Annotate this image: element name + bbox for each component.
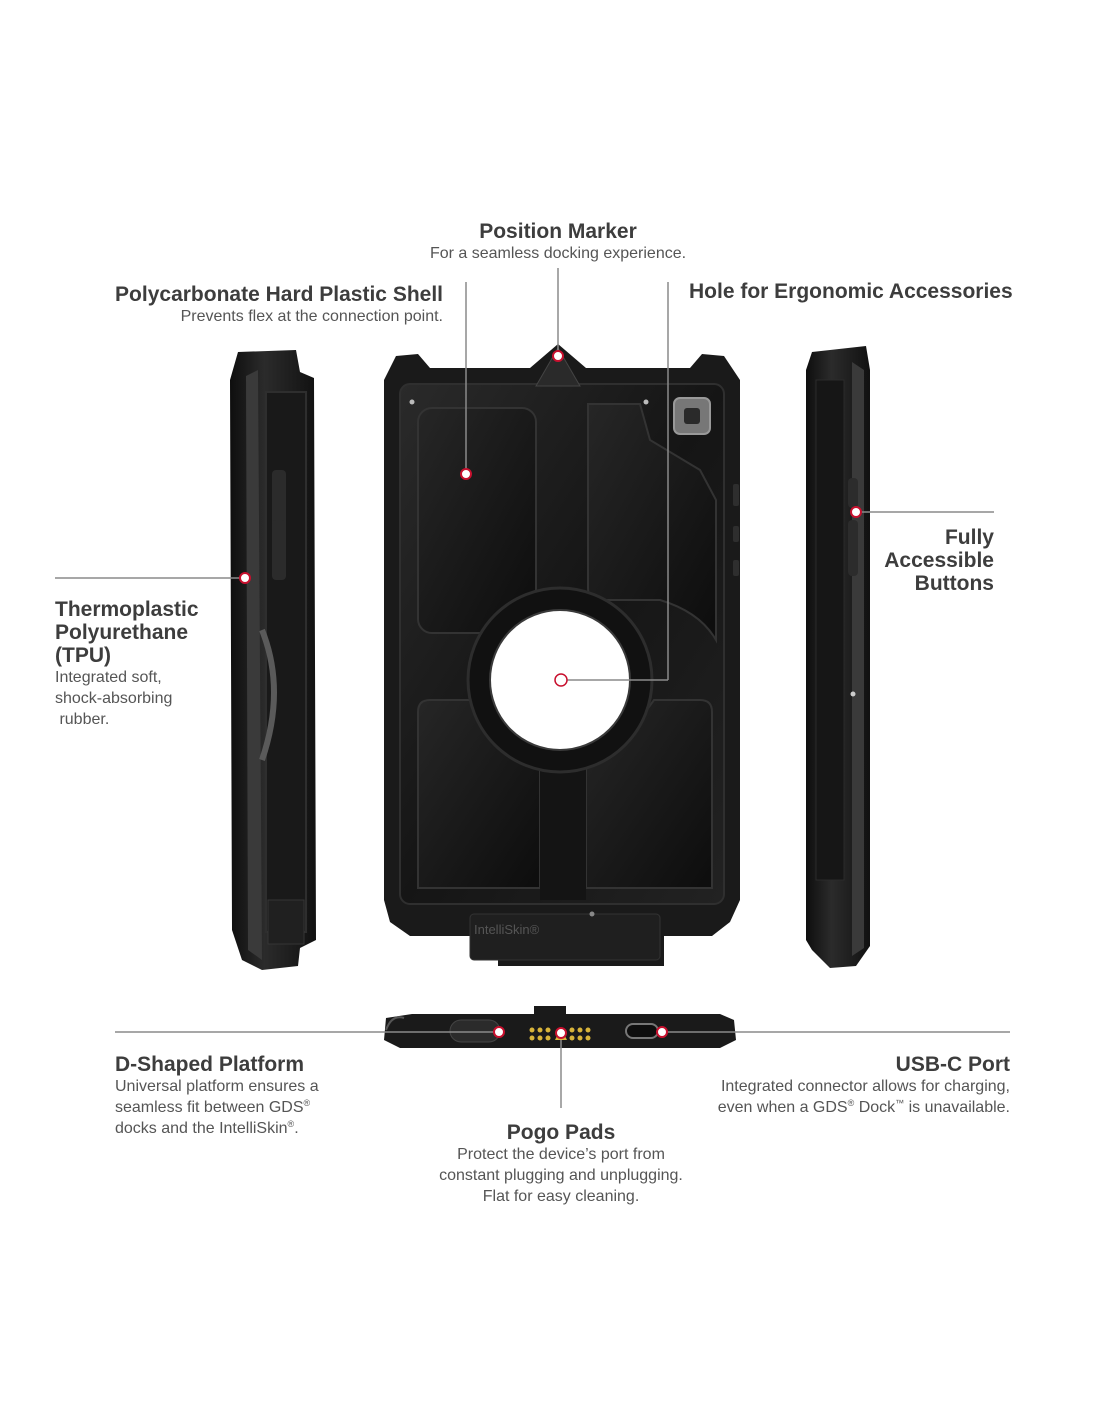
marker-pogo <box>555 1027 567 1039</box>
polycarbonate-shell-callout: Polycarbonate Hard Plastic Shell Prevent… <box>60 283 443 327</box>
tpu-desc-line-2: shock-absorbing <box>55 690 173 707</box>
marker-buttons <box>850 506 862 518</box>
usb-c-desc-line-1: Integrated connector allows for charging… <box>720 1078 1010 1095</box>
position-marker-callout: Position Marker For a seamless docking e… <box>400 220 716 264</box>
position-marker-title: Position Marker <box>479 220 637 243</box>
buttons-callout: Fully Accessible Buttons <box>840 526 994 595</box>
tpu-desc-line-3: rubber. <box>55 711 110 728</box>
pogo-pads-title: Pogo Pads <box>506 1121 616 1144</box>
case-back-view <box>384 344 740 966</box>
usb-c-title: USB-C Port <box>895 1053 1010 1076</box>
polycarbonate-shell-title: Polycarbonate Hard Plastic Shell <box>115 283 443 306</box>
marker-usb-c <box>656 1026 668 1038</box>
buttons-title-line-1: Fully <box>944 526 994 549</box>
marker-position <box>552 350 564 362</box>
usb-c-desc-line-2: even when a GDS® Dock™ is unavailable. <box>717 1098 1010 1117</box>
pogo-pads <box>529 1027 591 1041</box>
buttons-title-line-3: Buttons <box>914 572 994 595</box>
tpu-title-line-2: Polyurethane <box>55 621 189 644</box>
d-platform-desc-line-3: docks and the IntelliSkin®. <box>115 1119 299 1138</box>
marker-shell <box>460 468 472 480</box>
polycarbonate-shell-desc: Prevents flex at the connection point. <box>180 308 443 325</box>
pogo-pads-callout: Pogo Pads Protect the device’s port from… <box>400 1121 722 1207</box>
tpu-title-line-1: Thermoplastic <box>55 598 199 621</box>
intelliskin-logo-text: IntelliSkin® <box>474 922 540 937</box>
marker-tpu <box>239 572 251 584</box>
d-platform-callout: D-Shaped Platform Universal platform ens… <box>115 1053 319 1139</box>
d-platform-desc-line-1: Universal platform ensures a <box>115 1078 319 1095</box>
pogo-pads-desc-line-1: Protect the device’s port from <box>457 1146 665 1163</box>
usb-c-callout: USB-C Port Integrated connector allows f… <box>660 1053 1010 1118</box>
d-platform-desc-line-2: seamless fit between GDS® <box>115 1098 311 1117</box>
marker-d-platform <box>493 1026 505 1038</box>
pogo-pads-desc-line-2: constant plugging and unplugging. <box>439 1167 683 1184</box>
tpu-title-line-3: (TPU) <box>55 644 111 667</box>
callout-lines <box>55 268 1010 1108</box>
tpu-callout: Thermoplastic Polyurethane (TPU) Integra… <box>55 598 199 730</box>
ergonomic-hole-callout: Hole for Ergonomic Accessories <box>689 280 1013 303</box>
buttons-title-line-2: Accessible <box>884 549 994 572</box>
d-platform-title: D-Shaped Platform <box>115 1053 305 1076</box>
case-left-side-view <box>230 350 316 970</box>
case-right-side-view <box>806 346 870 968</box>
case-bottom-view <box>384 1006 736 1048</box>
pogo-pads-desc-line-3: Flat for easy cleaning. <box>482 1188 640 1205</box>
position-marker-desc: For a seamless docking experience. <box>429 245 687 262</box>
ergonomic-hole-title: Hole for Ergonomic Accessories <box>689 280 1013 303</box>
tpu-desc-line-1: Integrated soft, <box>55 669 162 686</box>
marker-ergonomic <box>554 673 568 687</box>
callout-markers <box>239 350 862 1039</box>
